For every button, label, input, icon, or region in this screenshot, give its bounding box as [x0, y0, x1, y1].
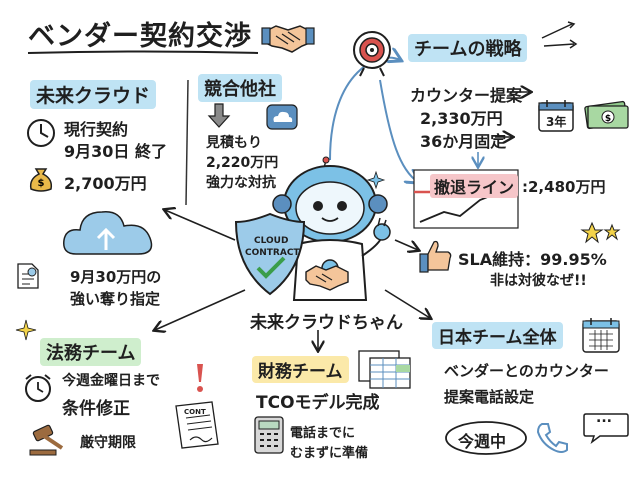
money-bag-icon: $: [29, 168, 53, 192]
contract-line1: 現行契約: [64, 120, 129, 139]
finance-line3: むまずに準備: [290, 446, 369, 461]
left-note-line2: 強い奪り指定: [70, 290, 161, 308]
calculator-icon: [254, 416, 284, 454]
arrows-decor: [541, 21, 578, 49]
legal-heading: 法務チーム: [40, 338, 142, 366]
arrow-to-japan: [384, 289, 430, 318]
star-icon: [580, 221, 621, 244]
down-arrow-icon: [207, 103, 231, 128]
years-badge: 3年: [546, 115, 567, 129]
gavel-icon: [29, 424, 64, 456]
current-price: 2,700万円: [64, 174, 147, 193]
japan-team-heading: 日本チーム全体: [432, 322, 563, 349]
title-underline: [27, 50, 259, 54]
badge-bubble: [445, 421, 527, 455]
clock-icon: [27, 119, 55, 147]
competitor-note: 強力な対抗: [206, 175, 276, 191]
document-icon: [17, 263, 39, 289]
shield-line1: CLOUD: [254, 236, 289, 246]
alarm-clock-icon: [25, 374, 51, 402]
target-icon: [353, 31, 391, 77]
left-note-line1: 9月30万円の: [70, 268, 162, 286]
competitor-heading: 競合他社: [198, 74, 282, 102]
legal-line1: 今週金曜日まで: [62, 373, 160, 389]
exclamation-icon: [197, 364, 203, 392]
arrow-to-walkaway: [379, 79, 418, 182]
speech-bubble-icon: [583, 413, 629, 445]
handshake-icon: [261, 25, 315, 53]
calendar-icon-japan: [582, 318, 620, 353]
arrow-to-strategy: [329, 58, 400, 161]
phone-icon: [536, 423, 568, 453]
japan-line2: 提案電話設定: [444, 388, 535, 406]
counter-price: 2,330万円: [420, 109, 503, 128]
cloud-icon: [266, 104, 298, 130]
sla-note: 非は対彼なぜ!!: [490, 273, 587, 289]
cloud-upload-icon: [63, 211, 153, 255]
sla-label: SLA維持：99.95%: [458, 250, 607, 269]
fixed-term: 36か月固定: [420, 132, 507, 151]
counter-label: カウンター提案: [410, 86, 523, 105]
arrow-to-sla: [394, 239, 418, 250]
page-title: ベンダー契約交渉: [28, 21, 252, 52]
japan-line1: ベンダーとのカウンター: [444, 362, 609, 380]
finance-heading: 財務チーム: [252, 356, 349, 383]
strategy-heading: チームの戦略: [408, 34, 528, 62]
competitor-quote-price: 2,220万円: [206, 155, 279, 171]
finance-line2: 電話までに: [290, 426, 356, 441]
spreadsheet-icon: [358, 350, 411, 389]
arrow-to-cloud: [165, 210, 236, 241]
speech-bubble-text: ...: [596, 410, 612, 426]
calendar-icon: [538, 100, 574, 132]
mascot-label: 未来クラウドちゃん: [250, 313, 403, 333]
contract-line2: 9月30日 終了: [64, 142, 167, 161]
svg-text:$: $: [38, 178, 45, 189]
shield-line2: CONTRACT: [245, 248, 300, 258]
walkaway-price: :2,480万円: [522, 178, 606, 196]
finance-line1: TCOモデル完成: [256, 393, 380, 413]
legal-line2: 条件修正: [62, 399, 130, 419]
cash-icon: $: [584, 100, 629, 130]
sparkle-icon: [15, 319, 37, 341]
thumbs-up-icon: [419, 240, 452, 273]
handshake-icon-center: [305, 265, 349, 291]
contract-doc-label: CONT: [184, 408, 206, 416]
legal-line3: 厳守期限: [80, 435, 136, 451]
shield-icon: [234, 212, 306, 296]
svg-text:$: $: [605, 114, 611, 124]
arrow-to-legal: [155, 289, 246, 330]
sparkle-icon-robot: [366, 170, 386, 190]
competitor-quote-label: 見積もり: [206, 135, 262, 151]
divider-line: [185, 79, 189, 206]
current-vendor-heading: 未来クラウド: [30, 80, 157, 109]
walkaway-label: 撤退ライン: [430, 174, 519, 198]
this-week-badge: 今週中: [458, 432, 507, 451]
contract-icon: [175, 401, 219, 449]
